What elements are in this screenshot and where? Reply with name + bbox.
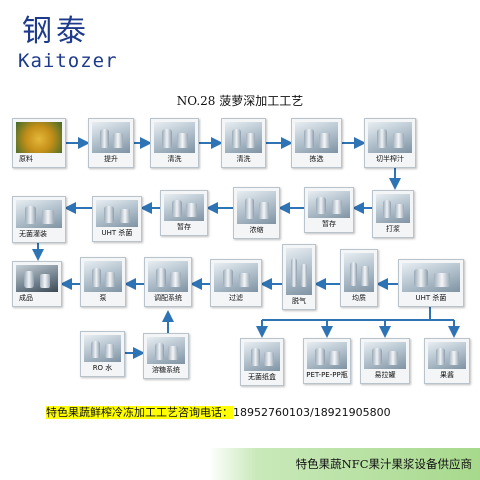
brand-name-cn: 钢泰 bbox=[22, 14, 90, 49]
step-label: 泵 bbox=[99, 294, 107, 302]
step-aseptic-carton: 无菌纸盒 bbox=[240, 338, 284, 386]
diagram-title: NO.28 菠萝深加工工艺 bbox=[176, 94, 304, 108]
step-label: 果酱 bbox=[440, 371, 454, 379]
step-sugar-dissolving: 溶糖系统 bbox=[143, 333, 189, 379]
contact-phones: 18952760103/18921905800 bbox=[233, 406, 391, 419]
step-label: 暂存 bbox=[177, 223, 191, 231]
machine-photo bbox=[154, 122, 195, 153]
step-label: 清洗 bbox=[236, 155, 251, 163]
step-label: UHT 杀菌 bbox=[415, 294, 447, 302]
step-pump: 泵 bbox=[80, 257, 126, 307]
machine-photo bbox=[237, 191, 276, 224]
machine-photo bbox=[96, 200, 138, 227]
step-plastic-bottle: PET-PE-PP瓶 bbox=[303, 338, 351, 384]
step-ro-water: RO 水 bbox=[80, 331, 125, 377]
machine-photo bbox=[214, 263, 258, 292]
step-label: 脱气 bbox=[292, 297, 306, 305]
step-label: 拣选 bbox=[309, 155, 324, 163]
step-label: 打浆 bbox=[386, 225, 400, 233]
step-concentrate: 浓缩 bbox=[233, 187, 280, 239]
step-clean-1: 清洗 bbox=[150, 118, 199, 168]
step-label: 溶糖系统 bbox=[152, 366, 180, 374]
machine-photo bbox=[295, 122, 338, 153]
step-jam: 果酱 bbox=[424, 338, 470, 384]
machine-photo bbox=[92, 122, 130, 153]
pineapple-photo bbox=[16, 122, 62, 153]
machine-photo bbox=[84, 261, 122, 292]
step-uht-sterilize-2: UHT 杀菌 bbox=[398, 259, 464, 307]
step-cut-juice: 切半榨汁 bbox=[364, 118, 416, 168]
step-can: 易拉罐 bbox=[360, 338, 410, 384]
step-label: 提升 bbox=[104, 155, 118, 163]
machine-photo bbox=[164, 194, 204, 221]
step-uht-sterilize-1: UHT 杀菌 bbox=[92, 196, 142, 242]
step-label: 成品 bbox=[19, 294, 33, 302]
footer-banner: 特色果蔬NFC果汁果浆设备供应商 bbox=[208, 448, 480, 480]
step-label: 切半榨汁 bbox=[376, 155, 404, 163]
machine-photo bbox=[402, 263, 460, 292]
step-label: 过滤 bbox=[229, 294, 243, 302]
step-label: UHT 杀菌 bbox=[101, 229, 133, 237]
contact-label: 特色果蔬鲜榨冷冻加工工艺咨询电话： bbox=[46, 406, 233, 419]
machine-photo bbox=[344, 253, 374, 292]
machine-photo bbox=[225, 122, 262, 153]
step-filter: 过滤 bbox=[210, 259, 262, 307]
step-label: 易拉罐 bbox=[374, 371, 396, 379]
step-label: 原料 bbox=[19, 155, 33, 163]
step-degas: 脱气 bbox=[282, 244, 316, 310]
step-aseptic-filling: 无菌灌装 bbox=[12, 196, 66, 243]
step-beat: 打浆 bbox=[372, 190, 414, 238]
footer-text: 特色果蔬NFC果汁果浆设备供应商 bbox=[295, 457, 472, 471]
step-label: 浓缩 bbox=[249, 226, 264, 234]
machine-photo bbox=[368, 122, 412, 153]
machine-photo bbox=[307, 342, 347, 369]
step-clean-2: 清洗 bbox=[221, 118, 266, 168]
product-photo bbox=[16, 265, 58, 292]
step-raw-material: 原料 bbox=[12, 118, 66, 168]
step-homogenize: 均质 bbox=[340, 249, 378, 307]
machine-photo bbox=[376, 194, 410, 223]
step-blending-system: 调配系统 bbox=[144, 257, 192, 307]
step-label: 清洗 bbox=[167, 155, 182, 163]
step-temp-storage-1: 暂存 bbox=[304, 187, 354, 233]
machine-photo bbox=[308, 191, 350, 218]
machine-photo bbox=[148, 261, 188, 292]
step-temp-storage-2: 暂存 bbox=[160, 190, 208, 236]
machine-photo bbox=[286, 248, 312, 295]
step-label: 暂存 bbox=[322, 220, 336, 228]
step-label: PET-PE-PP瓶 bbox=[306, 371, 348, 379]
step-label: RO 水 bbox=[92, 364, 113, 372]
machine-photo bbox=[84, 335, 121, 362]
machine-photo bbox=[16, 200, 62, 228]
step-label: 调配系统 bbox=[154, 294, 182, 302]
machine-photo bbox=[244, 342, 280, 371]
contact-line: 特色果蔬鲜榨冷冻加工工艺咨询电话：18952760103/18921905800 bbox=[46, 404, 391, 420]
machine-photo bbox=[364, 342, 406, 369]
machine-photo bbox=[428, 342, 466, 369]
step-label: 无菌纸盒 bbox=[248, 373, 276, 381]
step-label: 无菌灌装 bbox=[19, 230, 47, 238]
step-lift: 提升 bbox=[88, 118, 134, 168]
step-label: 均质 bbox=[352, 294, 366, 302]
brand-name-en: Kaitozer bbox=[18, 50, 118, 72]
machine-photo bbox=[147, 337, 185, 364]
step-pick: 拣选 bbox=[291, 118, 342, 168]
step-finished-product: 成品 bbox=[12, 261, 62, 307]
